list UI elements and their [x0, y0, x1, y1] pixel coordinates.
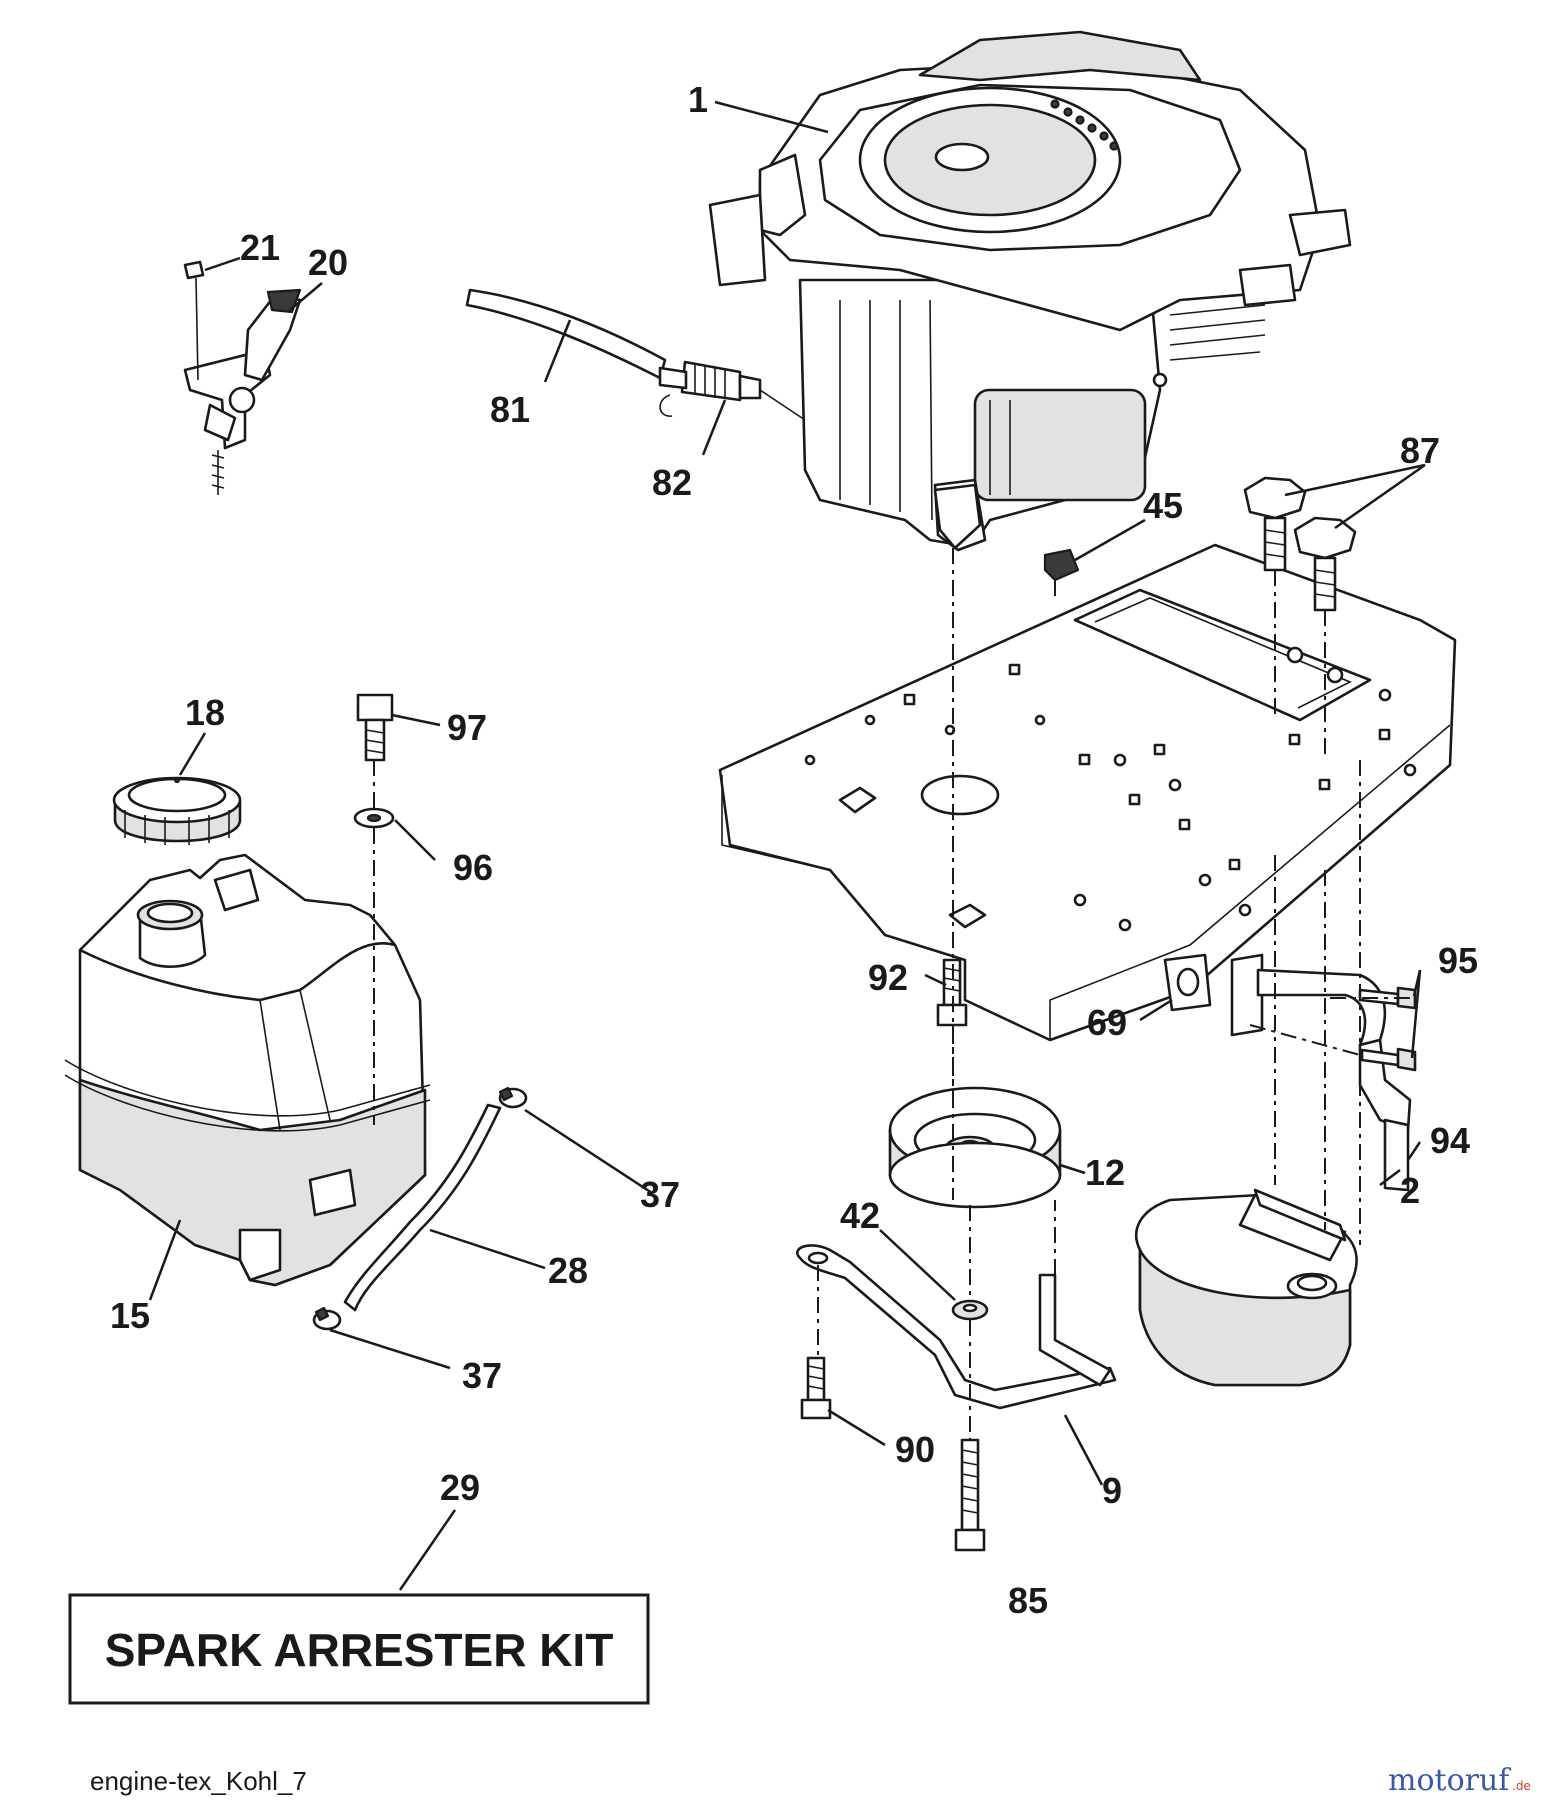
bracket-drawing — [796, 1244, 1117, 1552]
hose-81-drawing — [465, 288, 806, 421]
muffler-drawing — [1134, 1188, 1358, 1387]
diagram-caption: engine-tex_Kohl_7 — [90, 1766, 307, 1796]
callout-bolts-95: 95 — [1438, 940, 1478, 981]
pulley-drawing — [888, 1086, 1062, 1209]
callout-exhaust-pipe: 94 — [1430, 1120, 1470, 1161]
watermark-suffix: .de — [1512, 1779, 1531, 1793]
callout-washer-42: 42 — [840, 1195, 880, 1236]
callout-nut-45: 45 — [1143, 485, 1183, 526]
callout-clamp-37-top: 37 — [640, 1174, 680, 1215]
callout-bolts-87: 87 — [1400, 430, 1440, 471]
fuel-tank-drawing — [64, 776, 431, 1287]
engine-drawing — [708, 30, 1352, 552]
leader-lines — [148, 100, 1426, 1591]
callout-washer-96: 96 — [453, 847, 493, 888]
throttle-control-drawing — [183, 260, 302, 495]
exhaust-drawing — [1163, 953, 1417, 1192]
callout-clamp-37-bottom: 37 — [462, 1355, 502, 1396]
callout-bolt-92: 92 — [868, 957, 908, 998]
callout-pulley-bracket: 9 — [1102, 1470, 1122, 1511]
fuel-line-drawing — [312, 1086, 528, 1331]
callout-bolt-97: 97 — [447, 707, 487, 748]
watermark-text: motoruf — [1388, 1763, 1511, 1798]
callout-exhaust-gasket: 69 — [1087, 1002, 1127, 1043]
spark-arrester-kit-box: SPARK ARRESTER KIT — [68, 1593, 650, 1705]
callout-hose-81: 81 — [490, 389, 530, 430]
callout-fuel-cap: 18 — [185, 692, 225, 733]
callout-labels: 1 2 9 12 15 18 20 21 28 29 37 37 42 45 6… — [110, 79, 1478, 1621]
callout-bolt-85: 85 — [1008, 1580, 1048, 1621]
callout-screw-21: 21 — [240, 227, 280, 268]
callout-engine: 1 — [688, 79, 708, 120]
watermark-logo: motoruf .de — [1388, 1763, 1531, 1798]
callout-spark-arrester-kit: 29 — [440, 1467, 480, 1508]
callout-fuel-line: 28 — [548, 1250, 588, 1291]
callout-pulley: 12 — [1085, 1152, 1125, 1193]
fasteners-upper-drawing — [1043, 476, 1357, 612]
callout-throttle-control: 20 — [308, 242, 348, 283]
callout-muffler: 2 — [1400, 1170, 1420, 1211]
callout-fitting-82: 82 — [652, 462, 692, 503]
kit-label: SPARK ARRESTER KIT — [105, 1624, 614, 1676]
callout-bolt-90: 90 — [895, 1429, 935, 1470]
alignment-lines — [373, 548, 1415, 1440]
bolt-97-drawing — [353, 693, 395, 829]
chassis-plate-drawing — [718, 543, 1457, 1042]
callout-fuel-tank: 15 — [110, 1295, 150, 1336]
